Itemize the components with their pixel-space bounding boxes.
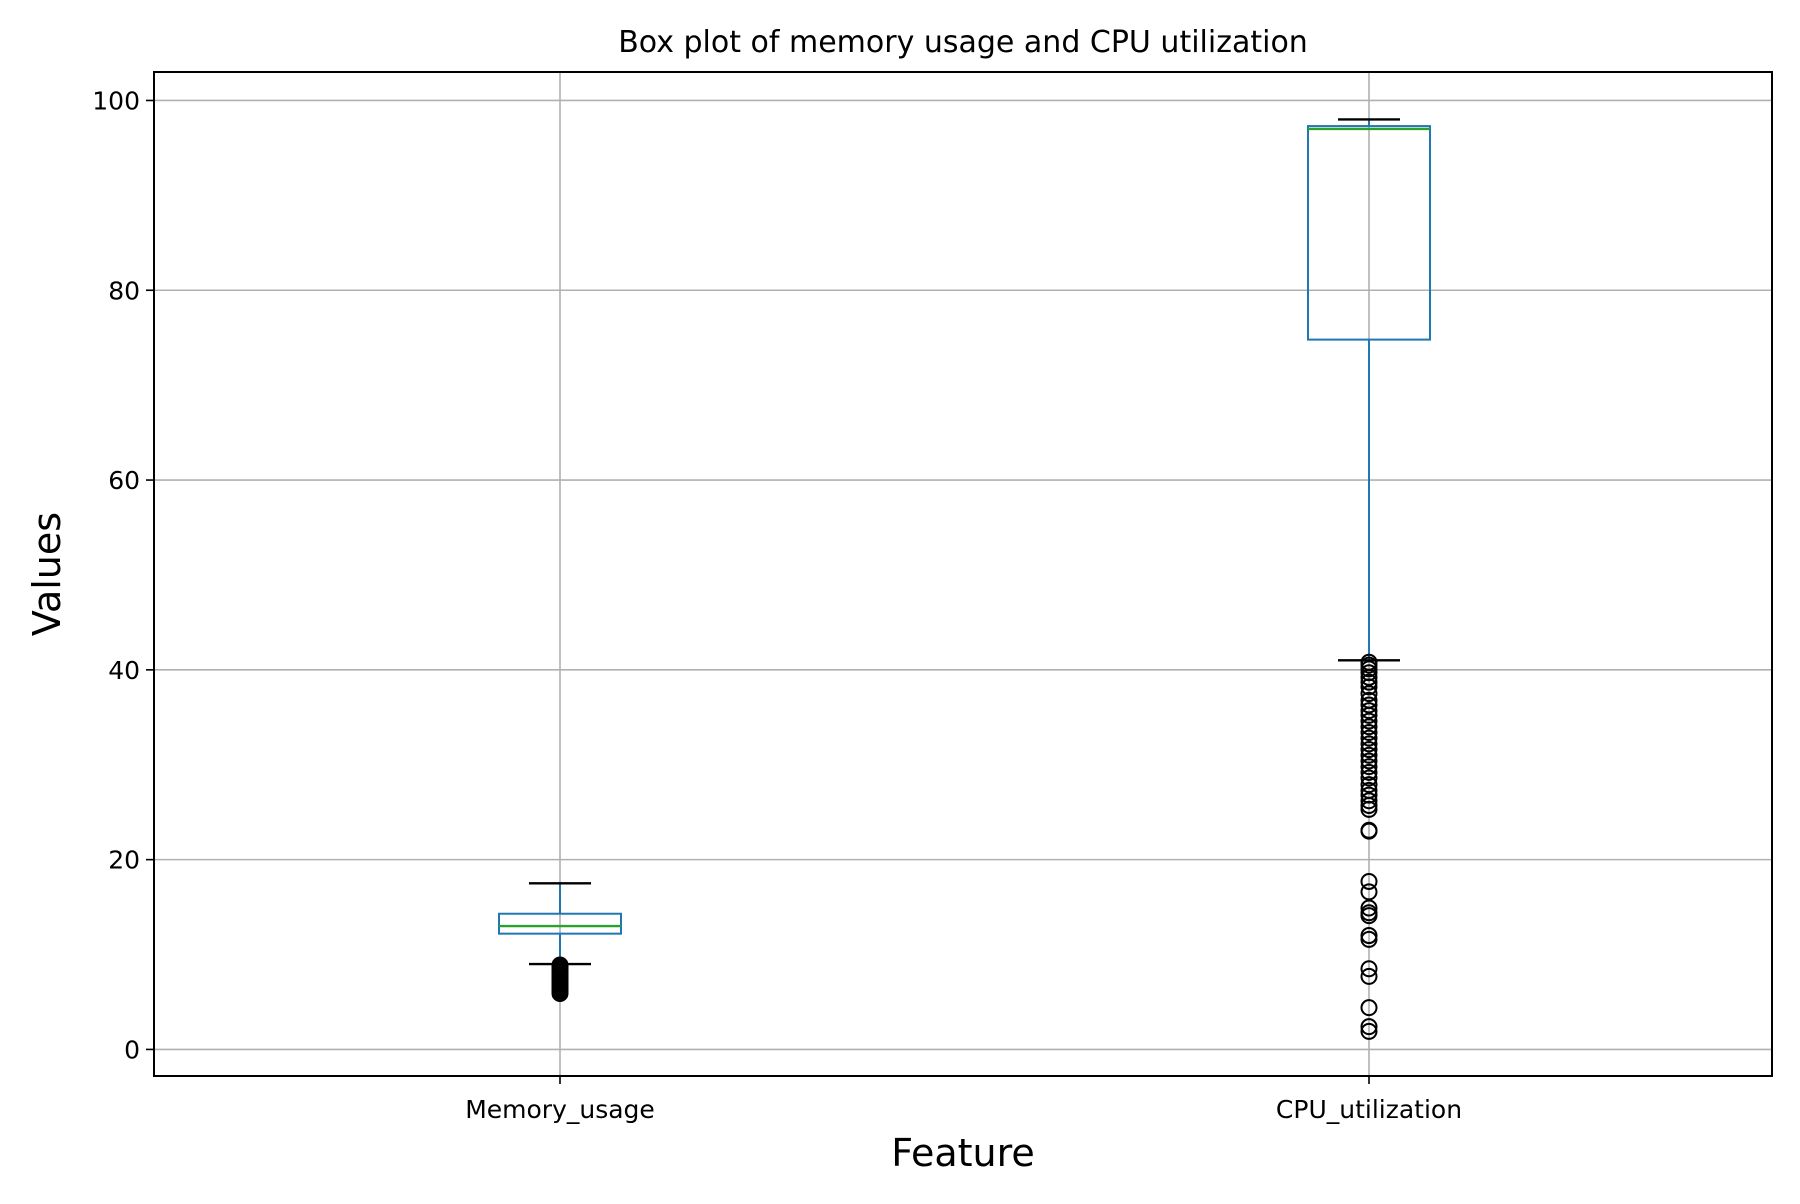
cpu-utilization-outlier-point xyxy=(1360,746,1378,764)
cpu-utilization-outlier-point xyxy=(1360,752,1378,770)
memory-usage-outlier-point xyxy=(551,984,569,1002)
y-tick-label: 0 xyxy=(124,1035,140,1064)
cpu-utilization-outlier-point xyxy=(1360,741,1378,759)
memory-usage-box xyxy=(498,912,622,935)
chart-title: Box plot of memory usage and CPU utiliza… xyxy=(618,25,1308,60)
cpu-utilization-outlier-point xyxy=(1360,678,1378,696)
cpu-utilization-outlier-point xyxy=(1360,702,1378,720)
cpu-utilization-outlier-point xyxy=(1360,967,1378,985)
cpu-utilization-outlier-point xyxy=(1360,696,1378,714)
cpu-utilization-outlier-point xyxy=(1360,883,1378,901)
box-layer xyxy=(498,118,1431,966)
cpu-utilization-outlier-point xyxy=(1360,706,1378,724)
y-tick-label: 60 xyxy=(108,466,140,495)
cpu-utilization-outlier-point xyxy=(1360,872,1378,890)
plot-frame xyxy=(153,71,1773,1077)
cpu-utilization-outlier-point xyxy=(1360,1018,1378,1036)
cpu-utilization-outlier-point xyxy=(1360,999,1378,1017)
cpu-utilization-outlier-point xyxy=(1360,685,1378,703)
cpu-utilization-outlier-point xyxy=(1360,673,1378,691)
y-tick-label: 40 xyxy=(108,656,140,685)
cpu-utilization-outlier-point xyxy=(1360,769,1378,787)
x-axis-label: Feature xyxy=(891,1131,1035,1175)
cpu-utilization-outlier-point xyxy=(1360,735,1378,753)
cpu-utilization-outlier-point xyxy=(1360,1022,1378,1040)
y-axis-label: Values xyxy=(25,512,69,636)
cpu-utilization-outlier-point xyxy=(1360,723,1378,741)
cpu-utilization-outlier-point xyxy=(1360,800,1378,818)
cpu-utilization-outlier-point xyxy=(1360,930,1378,948)
y-tick-label: 100 xyxy=(92,86,140,115)
cpu-utilization-outlier-point xyxy=(1360,960,1378,978)
x-tick-label: Memory_usage xyxy=(465,1095,655,1124)
grid-layer xyxy=(154,72,1772,1076)
cpu-utilization-outlier-point xyxy=(1360,792,1378,810)
y-tick-label: 80 xyxy=(108,276,140,305)
x-tick-label: CPU_utilization xyxy=(1276,1095,1462,1124)
cpu-utilization-outlier-point xyxy=(1360,729,1378,747)
y-tick-label: 20 xyxy=(108,846,140,875)
cpu-utilization-outlier-point xyxy=(1360,763,1378,781)
cpu-utilization-outlier-point xyxy=(1360,776,1378,794)
outlier-layer xyxy=(551,653,1378,1040)
cpu-utilization-outlier-point xyxy=(1360,718,1378,736)
cpu-utilization-outlier-point xyxy=(1360,758,1378,776)
cpu-utilization-outlier-point xyxy=(1360,822,1378,840)
cpu-utilization-outlier-point xyxy=(1360,899,1378,917)
cpu-utilization-outlier-point xyxy=(1360,668,1378,686)
cpu-utilization-outlier-point xyxy=(1360,907,1378,925)
cpu-utilization-box xyxy=(1307,125,1431,341)
cpu-utilization-outlier-point xyxy=(1360,712,1378,730)
